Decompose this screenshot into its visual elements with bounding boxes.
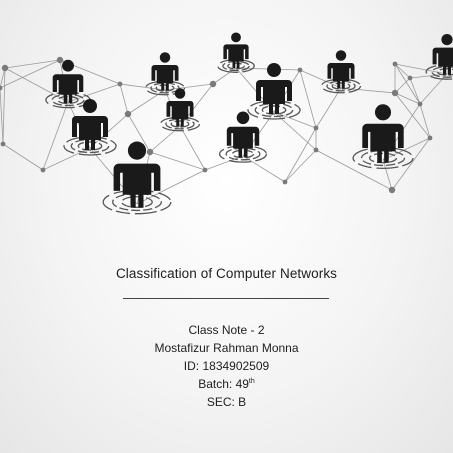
network-node-dot: [282, 179, 288, 185]
class-note-label: Class Note - 2: [188, 323, 265, 337]
network-node-dot: [0, 85, 3, 91]
title-divider: [123, 298, 329, 299]
signal-ring: [57, 95, 79, 105]
network-node-dot: [40, 167, 46, 173]
signal-ring: [261, 105, 287, 115]
person-icon: [432, 34, 453, 75]
signal-ring: [155, 84, 175, 92]
batch-line: Batch: 49th: [0, 377, 453, 391]
network-node-dot: [202, 167, 208, 173]
signal-ring: [227, 62, 245, 70]
signal-ring: [222, 60, 250, 72]
network-node-dot: [313, 147, 319, 153]
person-icon: [113, 141, 161, 208]
network-node-dot: [392, 61, 398, 67]
people-network-illustration: [0, 32, 453, 215]
document-title: Classification of Computer Networks: [115, 266, 338, 281]
person-icon: [72, 99, 108, 150]
signal-ring: [331, 82, 351, 90]
signal-ring: [225, 147, 261, 161]
author-name: Mostafizur Rahman Monna: [154, 341, 299, 355]
network-node-dot: [209, 80, 217, 88]
signal-ring: [170, 120, 190, 128]
signal-ring: [217, 59, 255, 73]
network-node-dot: [117, 81, 123, 87]
signal-ring: [63, 136, 117, 156]
network-node-dot: [146, 148, 154, 156]
network-node-dot: [0, 141, 6, 147]
signal-ring: [150, 82, 180, 94]
network-node-dot: [1, 64, 9, 72]
section-label: SEC: B: [206, 395, 247, 409]
network-node-dot: [391, 89, 399, 97]
network-node-dot: [417, 101, 423, 107]
person-icon: [52, 59, 84, 104]
batch-suffix: th: [248, 378, 255, 385]
signal-ring: [231, 149, 255, 159]
signal-ring: [431, 66, 453, 78]
signal-ring: [112, 192, 162, 212]
batch-label: Batch: 49: [198, 377, 249, 391]
signal-ring: [247, 100, 301, 120]
network-node-dot: [124, 110, 132, 118]
person-icon: [151, 52, 179, 91]
signal-ring: [121, 196, 153, 208]
network-node-dot: [297, 67, 303, 73]
network-node-dot: [407, 75, 413, 81]
network-node-dot: [313, 125, 319, 131]
person-icon: [226, 111, 260, 158]
person-icon: [166, 88, 194, 127]
student-id: ID: 1834902509: [183, 359, 270, 373]
signal-ring: [165, 118, 195, 130]
person-icon: [256, 63, 292, 114]
person-icon: [362, 104, 404, 163]
person-icon: [327, 50, 355, 89]
network-node-dot: [388, 186, 396, 194]
network-node-dot: [427, 135, 433, 141]
signal-ring: [326, 80, 356, 92]
signal-ring: [77, 141, 103, 151]
network-node-dot: [56, 56, 64, 64]
signal-ring: [360, 149, 406, 167]
signal-ring: [368, 152, 398, 164]
person-icon: [223, 32, 249, 69]
signal-ring: [436, 68, 453, 76]
